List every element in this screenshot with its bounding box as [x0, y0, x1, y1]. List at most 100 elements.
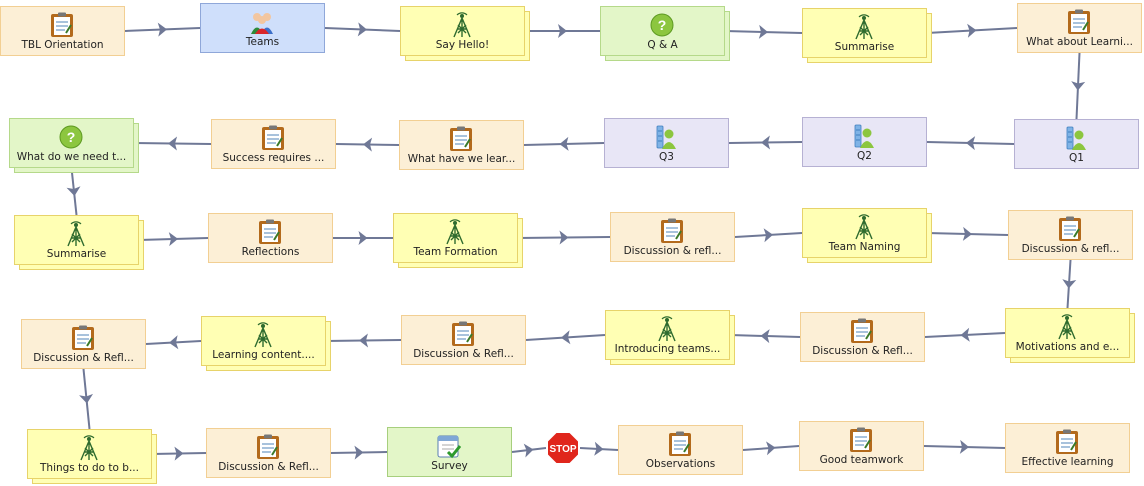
activity-node[interactable]: Team Naming [802, 208, 932, 263]
notepad-icon [1067, 9, 1091, 35]
arrowhead [766, 441, 776, 456]
antenna-icon [77, 435, 101, 461]
activity-node-label: Discussion & refl... [623, 245, 722, 257]
arrowhead [960, 327, 970, 342]
antenna-icon [450, 12, 474, 38]
activity-node-label: Effective learning [1021, 456, 1114, 468]
activity-node-label: Q & A [647, 39, 678, 51]
activity-node[interactable]: Good teamwork [799, 421, 924, 471]
activity-node-label: TBL Orientation [21, 39, 104, 51]
notepad-icon [850, 318, 874, 344]
activity-node-label: Q1 [1069, 152, 1084, 164]
activity-node[interactable]: Discussion & refl... [610, 212, 735, 262]
activity-node-label: Learning content.... [212, 349, 315, 361]
arrowhead [357, 22, 367, 37]
activity-node[interactable]: Reflections [208, 213, 333, 263]
question-icon: ? [59, 124, 83, 150]
activity-node[interactable]: Summarise [14, 215, 144, 270]
activity-node[interactable]: Discussion & Refl... [21, 319, 146, 369]
antenna-icon [655, 316, 679, 342]
arrowhead [761, 135, 771, 150]
arrowhead [558, 24, 567, 38]
activity-node[interactable]: Success requires ... [211, 119, 336, 169]
activity-node-label: Discussion & Refl... [812, 345, 913, 357]
quiz-person-icon [852, 123, 876, 149]
activity-node[interactable]: Learning content.... [201, 316, 331, 371]
activity-node-label: What about Learni... [1026, 36, 1133, 48]
activity-node[interactable]: Things to do to b... [27, 429, 157, 484]
arrowhead [962, 226, 972, 241]
activity-node[interactable]: ?What do we need t... [9, 118, 139, 173]
activity-node-label: Q3 [659, 151, 674, 163]
antenna-icon [251, 322, 275, 348]
stop-sign-label: STOP [549, 444, 576, 455]
activity-node-label: Discussion & refl... [1021, 243, 1120, 255]
activity-node[interactable]: Q1 [1014, 119, 1139, 169]
activity-node[interactable]: Effective learning [1005, 423, 1130, 473]
antenna-icon [443, 219, 467, 245]
activity-node-label: Introducing teams... [614, 343, 721, 355]
notepad-icon [1058, 216, 1082, 242]
activity-node[interactable]: Motivations and e... [1005, 308, 1135, 363]
arrowhead [168, 136, 178, 151]
arrowhead [594, 441, 604, 456]
arrowhead [1062, 279, 1077, 289]
activity-node[interactable]: Observations [618, 425, 743, 475]
arrowhead [966, 136, 976, 151]
activity-node-label: Success requires ... [222, 152, 325, 164]
activity-node-label: Team Formation [413, 246, 498, 258]
activity-node[interactable]: Q2 [802, 117, 927, 167]
antenna-icon [852, 14, 876, 40]
arrowhead [959, 439, 969, 454]
arrowhead [358, 231, 368, 245]
activity-node[interactable]: TBL Orientation [0, 6, 125, 56]
activity-node-face [1005, 423, 1130, 473]
activity-node-label: Summarise [46, 248, 107, 260]
arrowhead [359, 333, 369, 348]
activity-node-label: Say Hello! [435, 39, 490, 51]
arrowhead [1071, 81, 1086, 91]
activity-node-label: Discussion & Refl... [218, 461, 319, 473]
activity-node[interactable]: Say Hello! [400, 6, 530, 61]
activity-node[interactable]: Discussion & Refl... [800, 312, 925, 362]
activity-node-label: Reflections [241, 246, 300, 258]
activity-node[interactable]: Discussion & refl... [1008, 210, 1133, 260]
activity-node[interactable]: Summarise [802, 8, 932, 63]
notepad-icon [668, 431, 692, 457]
antenna-icon [1055, 314, 1079, 340]
stop-sign[interactable]: STOP [546, 431, 580, 465]
activity-node[interactable]: ? Q & A [600, 6, 730, 61]
activity-node[interactable]: What have we lear... [399, 120, 524, 170]
activity-node[interactable]: Discussion & Refl... [401, 315, 526, 365]
arrowhead [79, 393, 94, 404]
notepad-icon [256, 434, 280, 460]
activity-node-label: Q2 [857, 150, 872, 162]
activity-node[interactable]: Introducing teams... [605, 310, 735, 365]
arrowhead [559, 230, 569, 245]
survey-calendar-icon [437, 433, 462, 459]
group-people-icon [250, 9, 274, 35]
svg-text:?: ? [658, 17, 667, 33]
activity-node-label: What have we lear... [407, 153, 516, 165]
activity-node-label: Summarise [834, 41, 895, 53]
arrowhead [174, 446, 184, 461]
activity-node[interactable]: Discussion & Refl... [206, 428, 331, 478]
arrowhead [157, 22, 167, 37]
activity-node[interactable]: Team Formation [393, 213, 523, 268]
activity-node-label: Discussion & Refl... [413, 348, 514, 360]
activity-node-label: Good teamwork [819, 454, 904, 466]
activity-node[interactable]: What about Learni... [1017, 3, 1142, 53]
notepad-icon [849, 427, 873, 453]
activity-node[interactable]: Teams [200, 3, 325, 53]
arrowhead [168, 232, 178, 247]
notepad-icon [660, 218, 684, 244]
stop-sign-icon: STOP [546, 431, 580, 465]
activity-node-label: What do we need t... [16, 151, 127, 163]
arrowhead [66, 186, 81, 196]
activity-node[interactable]: Survey [387, 427, 512, 477]
activity-node-label: Things to do to b... [40, 462, 139, 474]
activity-node[interactable]: Q3 [604, 118, 729, 168]
arrowhead [523, 443, 534, 458]
